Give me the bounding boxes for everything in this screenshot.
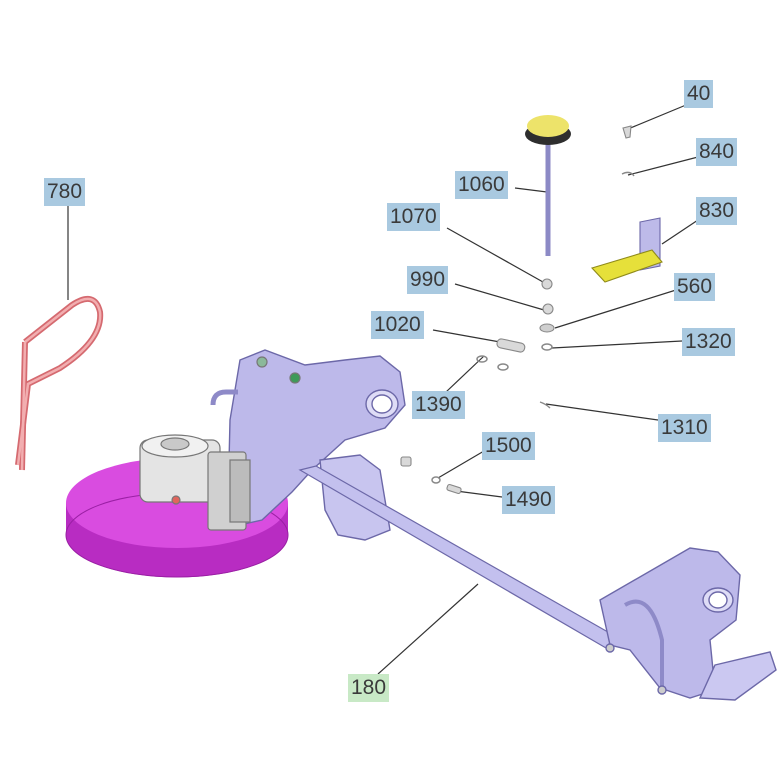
hardware-parts (400, 125, 663, 495)
leader-40 (627, 104, 687, 130)
part-label-830: 830 (696, 197, 738, 225)
leader-840 (627, 156, 699, 176)
part-label-1390: 1390 (412, 391, 465, 419)
gearbox (139, 356, 301, 531)
leader-180 (377, 583, 479, 675)
leader-1020 (432, 329, 501, 343)
leader-1320 (551, 340, 683, 349)
part-label-1020: 1020 (371, 311, 424, 339)
part-label-40: 40 (684, 80, 714, 108)
leader-1310 (545, 403, 659, 421)
rear-bracket (599, 547, 777, 701)
knob-rod (525, 115, 571, 256)
part-label-180: 180 (348, 674, 390, 702)
part-label-1500: 1500 (482, 432, 535, 460)
part-label-1310: 1310 (658, 414, 711, 442)
part-label-1320: 1320 (682, 328, 735, 356)
part-label-780: 780 (44, 178, 86, 206)
belt (15, 295, 104, 471)
leader-1070 (446, 227, 544, 283)
leader-830 (661, 219, 699, 245)
leader-1060 (514, 187, 548, 193)
leader-1490 (455, 490, 503, 498)
part-label-990: 990 (407, 266, 449, 294)
part-label-1490: 1490 (502, 486, 555, 514)
part-label-1060: 1060 (455, 171, 508, 199)
leader-1500 (437, 450, 485, 479)
leader-560 (554, 289, 677, 329)
leader-990 (454, 283, 545, 311)
part-label-1070: 1070 (387, 203, 440, 231)
part-label-840: 840 (696, 138, 738, 166)
leader-1390 (445, 355, 485, 393)
part-label-560: 560 (674, 273, 716, 301)
leader-lines (67, 104, 699, 675)
